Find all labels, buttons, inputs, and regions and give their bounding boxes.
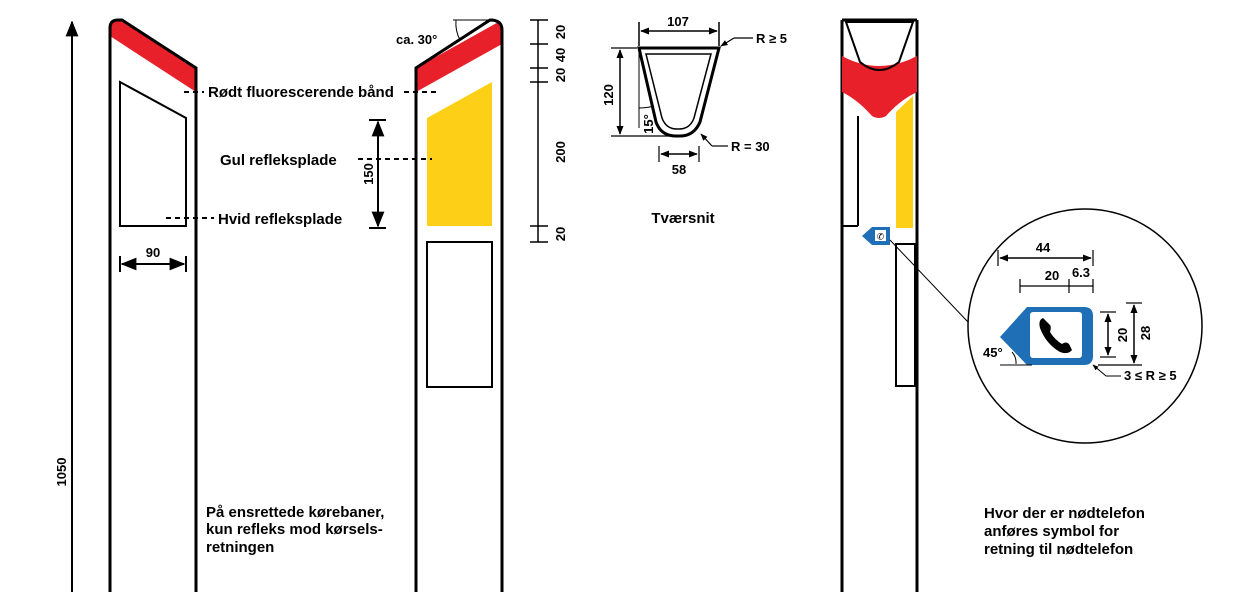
sym-radius-label: 3 ≤ R ≥ 5 [1124, 368, 1177, 383]
sym-offset-label: 6.3 [1072, 265, 1090, 280]
svg-text:✆: ✆ [877, 233, 885, 243]
red-band-crescent [842, 56, 917, 118]
cs-radius-bottom: R = 30 [731, 139, 770, 154]
cross-section: 107 R ≥ 5 120 15° R = 30 58 Tværsnit [601, 14, 787, 227]
sym-inner-label: 20 [1045, 268, 1059, 283]
phone-note-line-3: retning til nødtelefon [984, 541, 1133, 558]
post-front-view: ca. 30° [396, 18, 504, 592]
sym-height-label: 28 [1138, 326, 1153, 340]
plate-width-label: 90 [146, 245, 160, 260]
telephone-icon [1039, 318, 1072, 354]
one-way-line-3: retningen [206, 539, 274, 556]
lower-plate-outline [426, 241, 493, 388]
one-way-line-2: kun refleks mod kørsels- [206, 521, 383, 538]
top-dimension-chain: 20 40 20 200 20 [530, 19, 568, 243]
yellow-plate-callout: Gul refleksplade [220, 152, 432, 169]
one-way-note: På ensrettede kørebaner, kun refleks mod… [206, 504, 384, 556]
white-plate-label: Hvid refleksplade [218, 211, 342, 228]
yellow-plate-label: Gul refleksplade [220, 152, 337, 169]
sym-width-label: 44 [1036, 240, 1051, 255]
red-band [110, 20, 196, 92]
white-reflector-plate [119, 80, 187, 227]
height-label: 1050 [54, 458, 69, 487]
cross-section-title: Tværsnit [651, 210, 714, 227]
post-phone-view: ✆ [840, 18, 969, 592]
one-way-line-1: På ensrettede kørebaner, [206, 504, 384, 521]
dim-40: 40 [553, 48, 568, 62]
phone-note: Hvor der er nødtelefon anføres symbol fo… [984, 505, 1145, 558]
yellow-reflector-plate [427, 82, 492, 226]
dim-200: 200 [553, 141, 568, 163]
cs-angle-label: 15° [641, 114, 656, 134]
white-plate-callout: Hvid refleksplade [166, 211, 342, 228]
cs-bottom-width-label: 58 [672, 162, 686, 177]
dim-20-top: 20 [553, 25, 568, 39]
red-band-label: Rødt fluorescerende bånd [208, 84, 394, 101]
plate-height-label: 150 [361, 163, 376, 185]
cs-radius-top: R ≥ 5 [756, 31, 787, 46]
phone-note-line-1: Hvor der er nødtelefon [984, 505, 1145, 522]
phone-note-line-2: anføres symbol for [984, 523, 1119, 540]
sym-angle-label: 45° [983, 345, 1003, 360]
cs-height-label: 120 [601, 84, 616, 106]
height-dimension: 1050 [54, 20, 79, 592]
red-band-front [416, 20, 502, 92]
plate-height-dimension: 150 [361, 119, 386, 229]
red-band-callout: Rødt fluorescerende bånd [184, 84, 440, 101]
dim-20-bottom: 20 [553, 227, 568, 241]
dim-20: 20 [553, 68, 568, 82]
post-back-view: 90 [108, 18, 198, 592]
angle-label: ca. 30° [396, 32, 437, 47]
sym-icon-height-label: 20 [1115, 328, 1130, 342]
phone-symbol-detail: 45° 44 20 6.3 20 28 3 ≤ R ≥ 5 [967, 208, 1203, 444]
yellow-plate-side [896, 96, 913, 228]
cs-width-label: 107 [667, 14, 689, 29]
